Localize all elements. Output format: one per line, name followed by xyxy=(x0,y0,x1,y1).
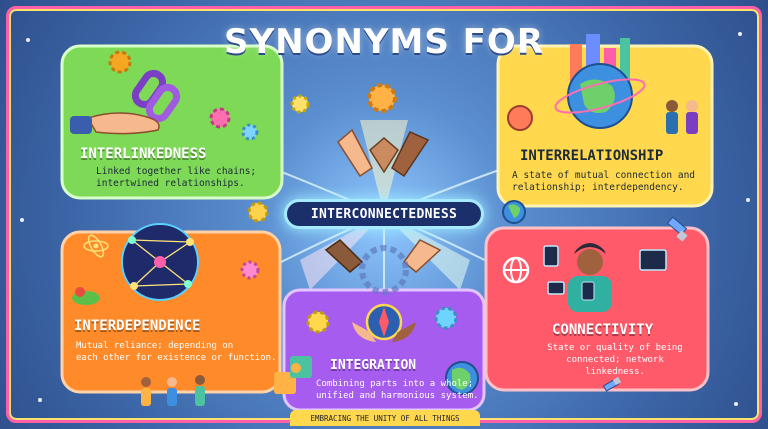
plant-icon xyxy=(72,287,100,305)
card-interdependence-title: INTERDEPENDENCE xyxy=(74,318,201,334)
gear-icon xyxy=(306,306,458,334)
person-with-phone-icon xyxy=(568,243,612,312)
card-interlinkedness-title: INTERLINKEDNESS xyxy=(80,146,207,162)
gear-icon xyxy=(108,50,397,280)
card-interlinkedness-desc: Linked together like chains; intertwined… xyxy=(96,166,256,190)
card-interlinkedness-desc-line1: Linked together like chains; xyxy=(96,166,257,177)
card-interrelationship-desc-line1: A state of mutual connection and xyxy=(512,170,696,181)
gear-icon xyxy=(359,245,409,295)
center-term-pill: INTERCONNECTEDNESS xyxy=(284,199,484,229)
page-title: SYNONYMS FOR xyxy=(223,22,544,62)
network-icon xyxy=(121,223,199,301)
card-connectivity-title: CONNECTIVITY xyxy=(552,322,654,338)
card-integration-desc-line2: unified and harmonious system. xyxy=(316,391,479,401)
card-interrelationship-desc: A state of mutual connection and relatio… xyxy=(512,170,695,194)
globe-icon xyxy=(507,105,533,131)
center-term: INTERCONNECTEDNESS xyxy=(310,206,458,222)
card-interrelationship-desc-line2: relationship; interdependency. xyxy=(512,182,684,193)
globe-icon xyxy=(554,63,646,129)
card-interdependence-desc-line1: Mutual reliance; depending on xyxy=(76,341,234,351)
card-connectivity-desc-line2: connected; network linkedness. xyxy=(566,355,664,377)
card-interdependence-desc: Mutual reliance; depending on each other… xyxy=(76,340,276,364)
hand-icon xyxy=(70,112,160,135)
puzzle-icon xyxy=(274,356,312,394)
hand-icon xyxy=(352,322,416,342)
card-integration-title: INTEGRATION xyxy=(330,358,417,373)
handshake-icon xyxy=(666,100,698,134)
footer-text: EMBRACING THE UNITY OF ALL THINGS xyxy=(310,413,460,423)
card-interlinkedness-desc-line2: intertwined relationships. xyxy=(96,178,245,189)
card-connectivity-desc: State or quality of being connected; net… xyxy=(540,342,690,378)
globe-icon xyxy=(502,200,526,224)
device-icon xyxy=(543,245,667,295)
sparkles xyxy=(20,28,750,406)
footer-banner: EMBRACING THE UNITY OF ALL THINGS xyxy=(290,410,480,426)
compass-icon xyxy=(365,303,403,341)
card-integration-desc-line1: Combining parts into a whole; xyxy=(316,379,474,389)
card-connectivity-desc-line1: State or quality of being xyxy=(547,343,683,353)
satellite-icon xyxy=(602,216,688,392)
globe-icon xyxy=(445,361,479,395)
people-icon xyxy=(141,375,205,406)
card-integration-desc: Combining parts into a whole; unified an… xyxy=(316,378,479,402)
card-interdependence-desc-line2: each other for existence or function. xyxy=(76,353,277,363)
wifi-globe-icon xyxy=(502,256,530,284)
card-interrelationship-title: INTERRELATIONSHIP xyxy=(520,148,664,164)
chain-link-icon xyxy=(131,69,181,123)
card-interlinkedness-bg xyxy=(60,44,284,200)
hand-icon xyxy=(324,128,442,273)
atom-icon xyxy=(83,234,109,258)
